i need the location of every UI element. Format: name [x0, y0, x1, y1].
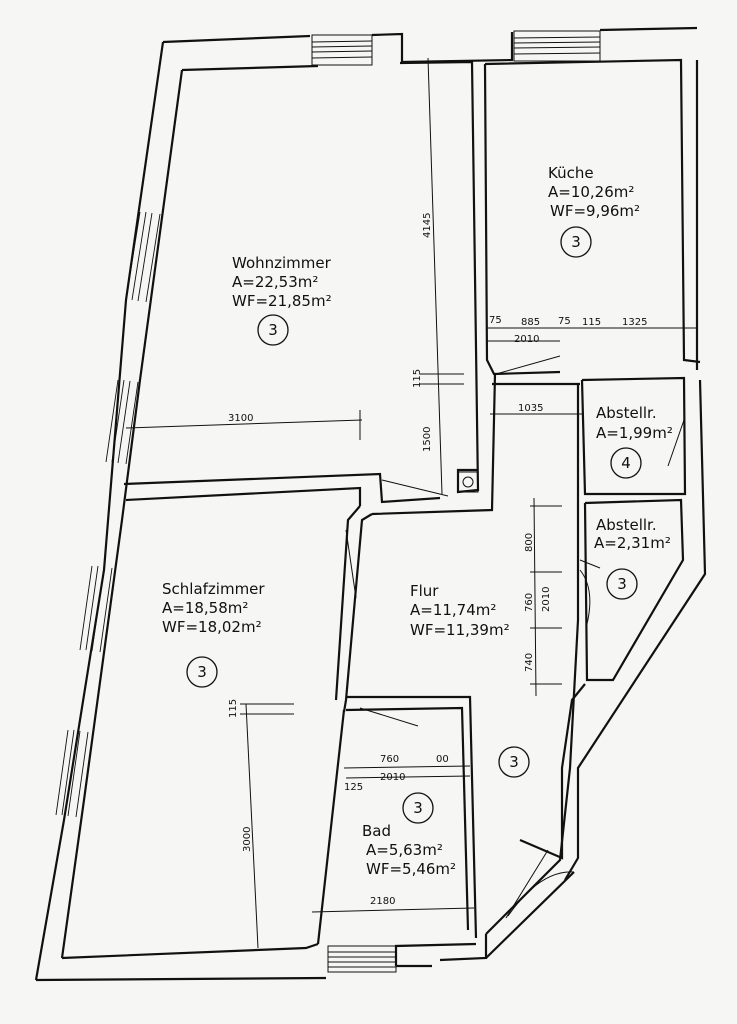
bad-area: A=5,63m²: [366, 841, 443, 859]
flur-wf: WF=11,39m²: [410, 621, 510, 639]
windows: [55, 30, 601, 973]
dim-800: 800: [524, 533, 535, 552]
dim-2010-bad: 2010: [380, 772, 405, 783]
wohnzimmer-category-circle: [257, 314, 289, 346]
dim-115-schlaf: 115: [228, 699, 239, 718]
dim-1035: 1035: [518, 403, 543, 414]
window-top-right: [513, 30, 601, 62]
dim-760-flur: 760: [524, 593, 535, 612]
dim-760-bad: 760: [380, 754, 399, 765]
dim-4145: 4145: [422, 213, 433, 238]
kueche-wf: WF=9,96m²: [550, 202, 640, 220]
room-schlafzimmer: Schlafzimmer A=18,58m² WF=18,02m² 3: [162, 580, 265, 688]
abstellr-2-name: Abstellr.: [596, 516, 657, 534]
wohnzimmer-category: 3: [268, 321, 278, 339]
dim-740: 740: [524, 653, 535, 672]
room-flur: Flur A=11,74m² WF=11,39m² 3: [410, 582, 530, 778]
schlafzimmer-area: A=18,58m²: [162, 599, 248, 617]
room-abstellr-2: Abstellr. A=2,31m² 3: [594, 516, 671, 600]
flur-category: 3: [509, 753, 519, 771]
schlafzimmer-name: Schlafzimmer: [162, 580, 265, 598]
dimension-labels: 4145 115 1500 3100 1035 75 885 75 115 13…: [228, 213, 647, 907]
dim-1500: 1500: [422, 427, 433, 452]
window-left-1: [125, 211, 161, 303]
room-kueche: Küche A=10,26m² WF=9,96m² 3: [548, 164, 640, 258]
dim-75-a: 75: [489, 315, 502, 326]
bad-wf: WF=5,46m²: [366, 860, 456, 878]
window-left-4: [55, 729, 89, 818]
dim-885: 885: [521, 317, 540, 328]
room-abstellr-1: Abstellr. A=1,99m² 4: [596, 404, 673, 479]
dim-3000: 3000: [242, 827, 253, 852]
room-wohnzimmer: Wohnzimmer A=22,53m² WF=21,85m² 3: [232, 254, 332, 346]
flur-name: Flur: [410, 582, 439, 600]
wohnzimmer-name: Wohnzimmer: [232, 254, 332, 272]
dim-2180: 2180: [370, 896, 395, 907]
window-bottom: [327, 945, 397, 973]
dim-115-kueche: 115: [582, 317, 601, 328]
door-abstellr-2: [579, 559, 601, 569]
abstellr-2-category: 3: [617, 575, 627, 593]
room-bad: 3 Bad A=5,63m² WF=5,46m²: [362, 792, 456, 878]
flur-category-circle: [498, 746, 530, 778]
door-wohnzimmer: [381, 479, 449, 497]
dim-00: 00: [436, 754, 449, 765]
abstellr-1-area: A=1,99m²: [596, 424, 673, 442]
schlafzimmer-wf: WF=18,02m²: [162, 618, 262, 636]
abstellr-1-category: 4: [621, 454, 631, 472]
dim-1325: 1325: [622, 317, 647, 328]
kueche-category-circle: [560, 226, 592, 258]
abstellr-1-name: Abstellr.: [596, 404, 657, 422]
doors: [345, 355, 685, 919]
dim-2010-kueche: 2010: [514, 334, 539, 345]
bad-name: Bad: [362, 822, 391, 840]
door-kueche: [495, 355, 561, 375]
schlafzimmer-category: 3: [197, 663, 207, 681]
kueche-name: Küche: [548, 164, 594, 182]
window-left-2: [105, 379, 139, 465]
window-left-3: [79, 565, 113, 653]
dim-125: 125: [344, 782, 363, 793]
door-entrance: [505, 849, 549, 919]
schlafzimmer-category-circle: [186, 656, 218, 688]
door-schlafzimmer: [345, 529, 357, 599]
wohnzimmer-area: A=22,53m²: [232, 273, 318, 291]
abstellr-2-category-circle: [606, 568, 638, 600]
window-top-left: [311, 34, 373, 66]
flur-area: A=11,74m²: [410, 601, 496, 619]
kueche-category: 3: [571, 233, 581, 251]
door-abstellr-1: [667, 419, 685, 467]
dim-75-b: 75: [558, 316, 571, 327]
dim-115-wohn: 115: [412, 369, 423, 388]
abstellr-2-area: A=2,31m²: [594, 534, 671, 552]
wohnzimmer-wf: WF=21,85m²: [232, 292, 332, 310]
dim-3100: 3100: [228, 413, 253, 424]
door-bad: [359, 707, 419, 727]
abstellr-1-category-circle: [610, 447, 642, 479]
bad-category-circle: [402, 792, 434, 824]
bad-category: 3: [413, 799, 423, 817]
dimension-lines: [125, 57, 697, 949]
dim-2010-flur: 2010: [541, 587, 552, 612]
kueche-area: A=10,26m²: [548, 183, 634, 201]
